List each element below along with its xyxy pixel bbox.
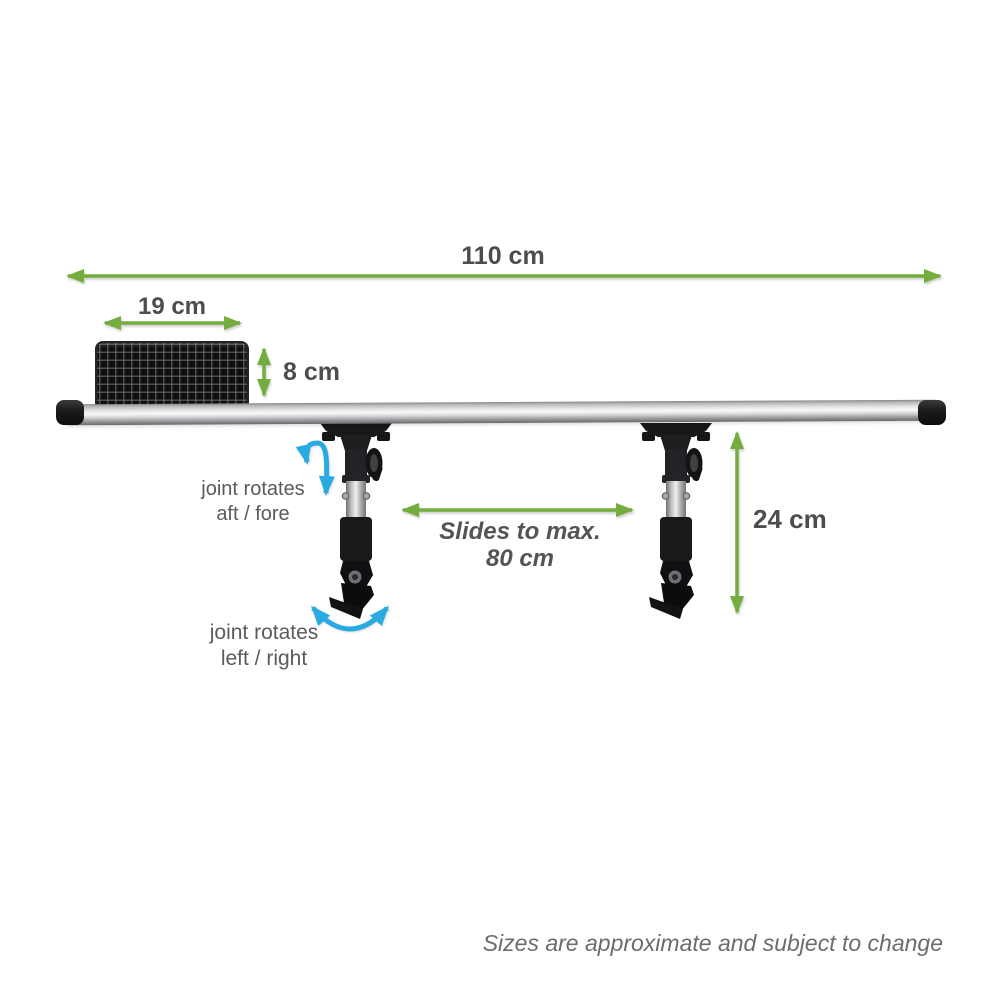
sliding-mount-right [640, 423, 712, 619]
foot-screw-center [352, 574, 358, 580]
clamp-tab-left [322, 432, 335, 441]
rotate-left-right-arrow-icon [311, 605, 389, 632]
post-screw-right [362, 492, 371, 500]
rotate-aft-fore-arrow-icon [295, 440, 335, 496]
clamp-foot-lower [661, 583, 694, 611]
footer-disclaimer: Sizes are approximate and subject to cha… [482, 930, 943, 956]
pivot-knob-highlight [370, 454, 378, 472]
foot-flange [649, 597, 683, 619]
clamp-foot-lower [341, 583, 374, 611]
clamp-tab-left [642, 432, 655, 441]
roof-pad-block [95, 341, 249, 407]
joint-aft-fore-label: joint rotates aft / fore [201, 478, 305, 525]
foam-sleeve [340, 517, 372, 561]
pivot-joint [665, 449, 687, 479]
post-screw-left [341, 492, 350, 500]
clamp-plate [320, 423, 392, 437]
pad-height-label: 8 cm [283, 358, 340, 386]
post-screw-left [661, 492, 670, 500]
telescopic-post [346, 481, 366, 519]
pad-width-label: 19 cm [137, 293, 207, 320]
foam-sleeve [660, 517, 692, 561]
mount-height-label: 24 cm [753, 504, 827, 534]
pivot-knob-highlight [690, 454, 698, 472]
pivot-joint [345, 449, 367, 479]
joint-left-right-label: joint rotates left / right [209, 621, 319, 671]
clamp-tab-right [697, 432, 710, 441]
post-screw-right [682, 492, 691, 500]
telescopic-post [666, 481, 686, 519]
clamp-tab-right [377, 432, 390, 441]
clamp-plate [640, 423, 712, 437]
total-length-label: 110 cm [461, 242, 545, 270]
foot-screw-center [672, 574, 678, 580]
slide-range-label: Slides to max. 80 cm [439, 518, 601, 572]
